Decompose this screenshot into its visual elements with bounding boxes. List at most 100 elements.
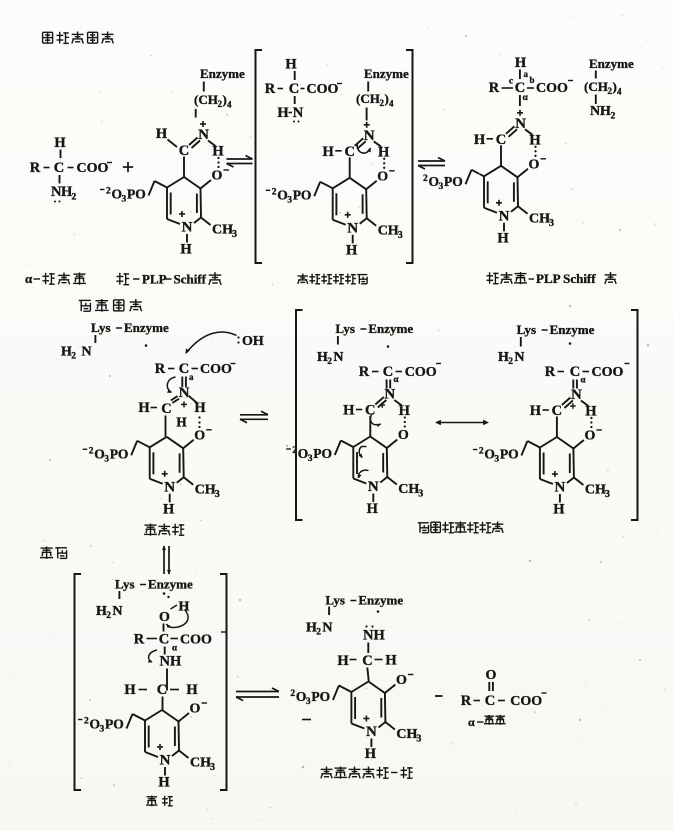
svg-text:O: O: [190, 702, 201, 717]
svg-text:C: C: [344, 144, 354, 160]
svg-text:O: O: [159, 610, 170, 625]
svg-text:N: N: [366, 724, 377, 740]
svg-text:4: 4: [389, 99, 394, 109]
svg-text:PO: PO: [500, 447, 519, 462]
svg-text:O: O: [529, 157, 540, 172]
svg-text:R: R: [155, 361, 166, 377]
svg-text:4: 4: [227, 100, 232, 110]
svg-text:R: R: [545, 364, 556, 380]
svg-text:C: C: [365, 403, 375, 419]
svg-text:R: R: [489, 80, 500, 96]
svg-text:3: 3: [308, 454, 313, 464]
svg-text:H: H: [179, 600, 190, 615]
svg-text:N: N: [554, 480, 565, 496]
svg-text:H: H: [163, 501, 175, 517]
svg-text:2: 2: [89, 446, 94, 456]
svg-text:H: H: [158, 775, 170, 791]
svg-text:H: H: [186, 682, 198, 698]
svg-text:2: 2: [611, 112, 616, 122]
svg-text:H: H: [277, 105, 289, 121]
svg-text:3: 3: [232, 229, 237, 240]
svg-text:3: 3: [416, 734, 421, 745]
svg-text:N: N: [198, 127, 209, 143]
svg-text:C: C: [159, 632, 169, 648]
svg-text:3: 3: [549, 218, 554, 229]
svg-text:H: H: [138, 400, 150, 416]
svg-text:2: 2: [84, 717, 89, 727]
svg-text:H: H: [474, 132, 486, 148]
svg-text:Enzyme: Enzyme: [200, 66, 245, 81]
svg-text:2: 2: [71, 352, 76, 362]
svg-text:2: 2: [106, 187, 111, 197]
svg-text:C: C: [570, 364, 580, 380]
svg-text:PO: PO: [110, 446, 129, 461]
svg-text:H: H: [306, 621, 317, 636]
svg-text:Lys: Lys: [517, 322, 537, 337]
svg-text:3: 3: [418, 489, 423, 500]
svg-text:O: O: [486, 668, 497, 683]
svg-text:H: H: [346, 242, 358, 258]
svg-text:N: N: [590, 104, 600, 119]
svg-text:R: R: [265, 81, 276, 97]
svg-text:H: H: [124, 682, 136, 698]
svg-text:H: H: [96, 604, 107, 619]
svg-text:H: H: [515, 55, 527, 71]
svg-text:3: 3: [494, 455, 499, 465]
svg-text:3: 3: [122, 195, 127, 205]
svg-text:COO: COO: [510, 694, 542, 709]
svg-text:3: 3: [210, 762, 215, 773]
svg-text:NH: NH: [160, 654, 182, 670]
svg-text:2: 2: [508, 357, 513, 367]
svg-text:(CH: (CH: [194, 92, 218, 107]
svg-text:a: a: [189, 372, 194, 382]
svg-text:Enzyme: Enzyme: [148, 577, 193, 592]
svg-text:C: C: [485, 693, 495, 709]
svg-text:N: N: [179, 385, 190, 401]
svg-text:O: O: [398, 428, 409, 443]
svg-text:N: N: [368, 479, 379, 495]
svg-text:C: C: [383, 364, 393, 380]
svg-text:C: C: [362, 653, 372, 669]
svg-text:H: H: [365, 746, 377, 762]
svg-text:CH: CH: [396, 727, 417, 742]
svg-text:α: α: [394, 374, 399, 384]
svg-text:c: c: [509, 76, 513, 86]
svg-text:3: 3: [287, 195, 292, 205]
svg-text:b: b: [530, 75, 535, 85]
svg-text:COO: COO: [405, 365, 437, 380]
svg-text:2: 2: [218, 99, 223, 109]
svg-text:PLP: PLP: [142, 272, 167, 287]
svg-text:CH: CH: [195, 482, 216, 497]
svg-text:N: N: [384, 387, 395, 403]
svg-text:Enzyme: Enzyme: [364, 66, 409, 81]
svg-text:N: N: [333, 350, 343, 365]
svg-text:NH: NH: [363, 628, 385, 644]
svg-text:C: C: [54, 160, 64, 176]
svg-text:PO: PO: [313, 446, 332, 461]
svg-text:O: O: [429, 174, 440, 189]
svg-text:COO: COO: [536, 81, 568, 96]
svg-text:2: 2: [106, 611, 111, 621]
svg-text:N: N: [51, 184, 62, 200]
svg-text:3: 3: [306, 697, 311, 707]
svg-text:H: H: [323, 144, 335, 160]
svg-text:N: N: [293, 105, 304, 121]
svg-text:): ): [223, 92, 227, 107]
svg-text:2: 2: [272, 187, 277, 197]
svg-text:Enzyme: Enzyme: [368, 321, 413, 336]
svg-text:H: H: [194, 400, 206, 416]
svg-text:R: R: [30, 160, 41, 176]
svg-text:R: R: [134, 632, 145, 648]
svg-text:H: H: [367, 501, 379, 517]
svg-text:H: H: [156, 126, 168, 142]
svg-text:3: 3: [104, 454, 109, 464]
svg-text:C: C: [179, 143, 189, 159]
svg-text:PO: PO: [293, 187, 312, 202]
svg-text:N: N: [571, 387, 582, 403]
svg-text:H: H: [180, 242, 192, 258]
svg-text:Enzyme: Enzyme: [124, 320, 169, 335]
svg-text:R: R: [461, 693, 472, 709]
svg-text:N: N: [322, 621, 332, 636]
svg-text:α: α: [25, 271, 33, 286]
svg-text:N: N: [112, 604, 122, 619]
